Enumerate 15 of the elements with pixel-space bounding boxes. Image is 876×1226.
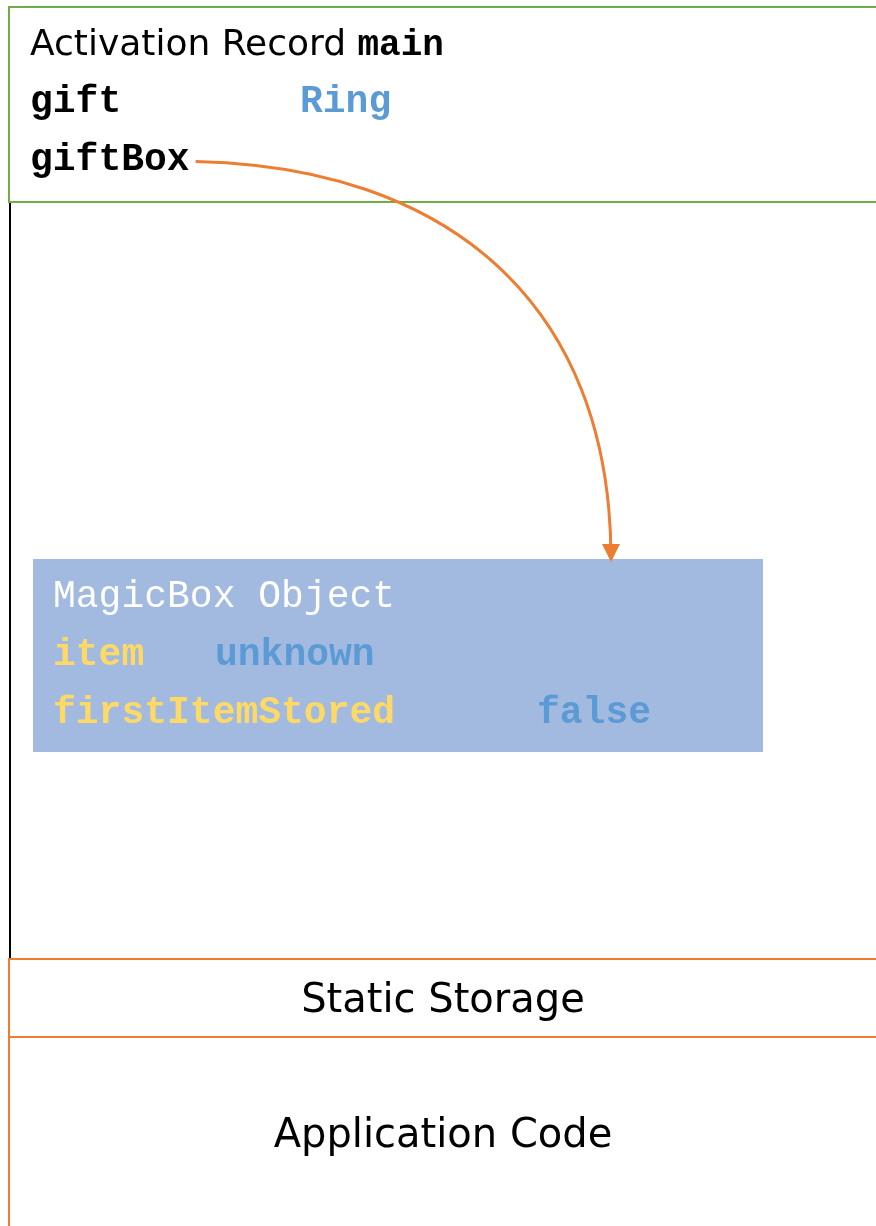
record-heading: Activation Record main [30, 22, 444, 66]
band-label: Application Code [273, 1110, 613, 1156]
variable-name: giftBox [30, 138, 190, 181]
band-label: Static Storage [301, 975, 585, 1021]
field-value: false [537, 691, 652, 734]
field-name: firstItemStored [53, 691, 396, 734]
object-heading: MagicBox Object [53, 575, 396, 618]
static-storage-band [8, 958, 876, 1038]
activation-record-box [8, 6, 876, 203]
field-value: unknown [215, 633, 375, 676]
field-name: item [53, 633, 145, 676]
arrow [195, 160, 620, 562]
variable-name: gift [30, 80, 122, 123]
variable-value: Ring [300, 80, 392, 123]
object-box [33, 559, 763, 752]
